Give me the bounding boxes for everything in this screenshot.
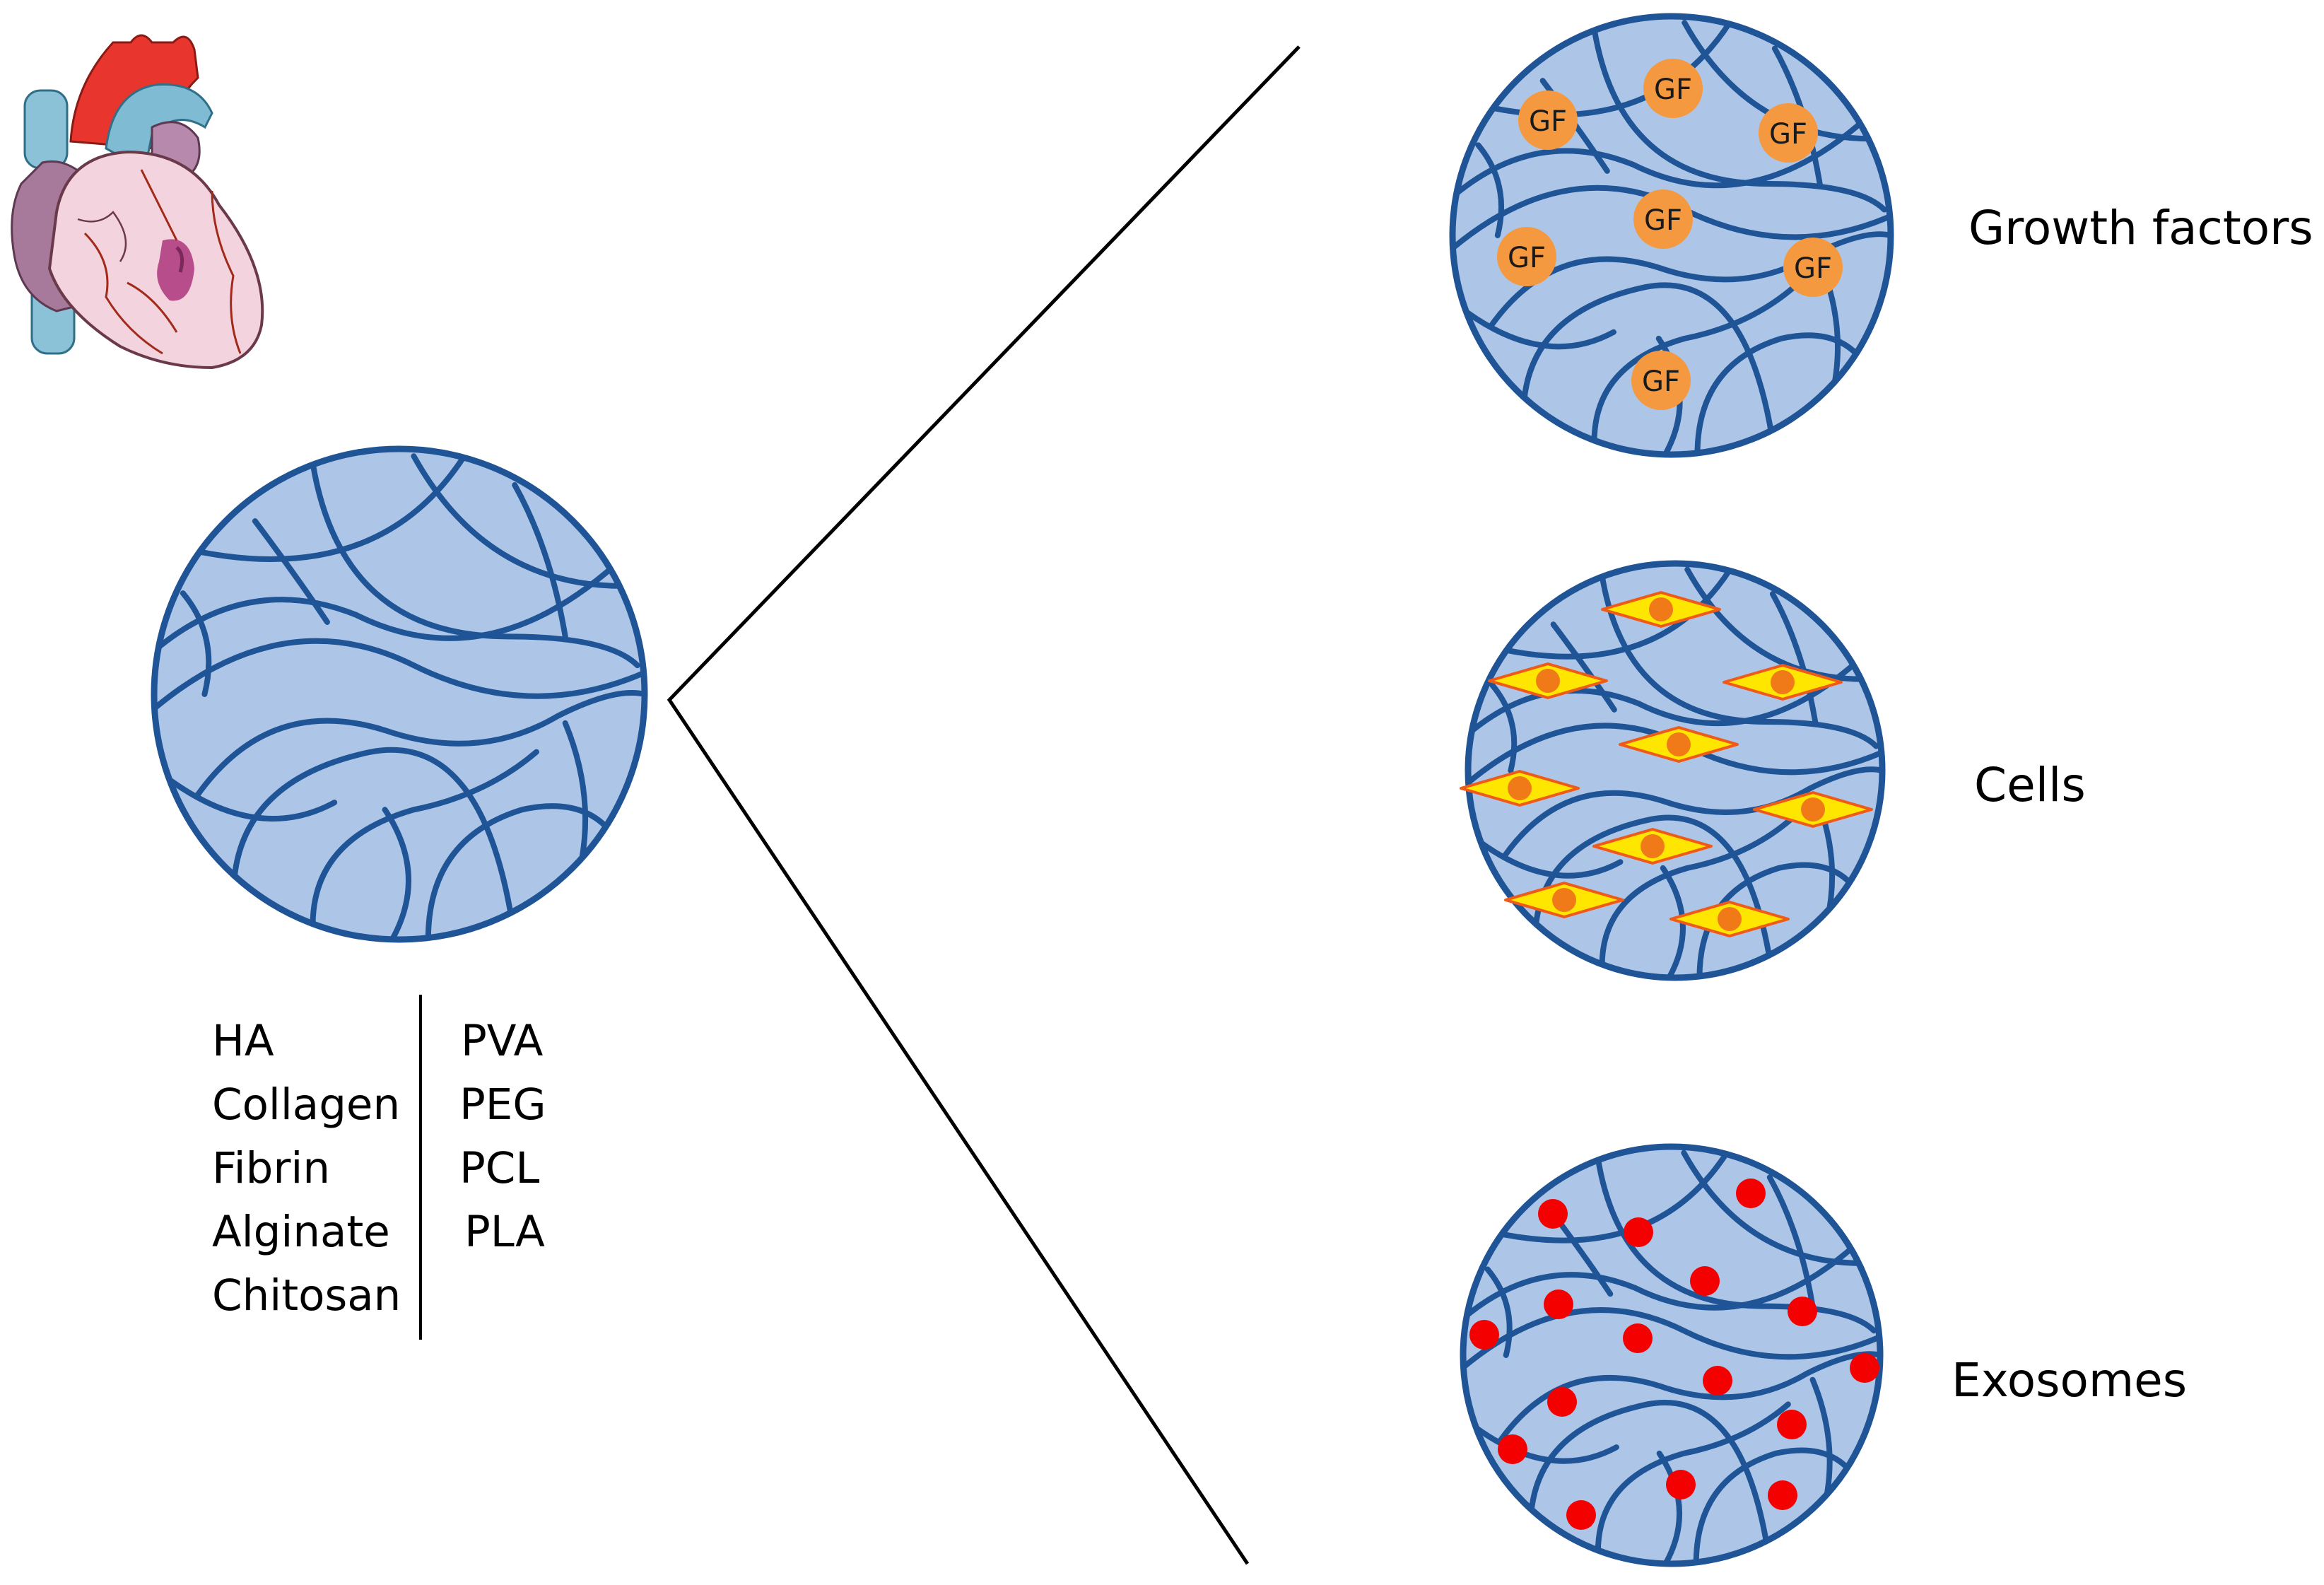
gel-outline: [1449, 13, 1894, 458]
growth-factor-badge: GF: [1633, 189, 1693, 249]
material-natural: Fibrin: [212, 1143, 330, 1193]
cell: [1723, 664, 1843, 701]
growth-factor-badge: GF: [1643, 59, 1703, 118]
exosome: [1547, 1387, 1577, 1417]
svg-text:GF: GF: [1769, 118, 1807, 151]
gel-outline: [1460, 1143, 1884, 1567]
material-natural: Alginate: [212, 1207, 390, 1257]
exosome: [1777, 1410, 1807, 1439]
bracket-lines: [667, 45, 1301, 1565]
label-cells: Cells: [1974, 758, 2086, 812]
exosome: [1666, 1470, 1696, 1499]
exosome: [1469, 1320, 1499, 1350]
exosome: [1544, 1289, 1573, 1319]
svg-text:GF: GF: [1794, 252, 1832, 285]
gel-outline: [151, 445, 648, 943]
svg-text:GF: GF: [1529, 105, 1567, 138]
material-synthetic: PVA: [461, 1016, 544, 1066]
material-synthetic: PLA: [464, 1207, 545, 1257]
exosome: [1850, 1353, 1879, 1383]
materials-list: HA Collagen Fibrin Alginate Chitosan PVA…: [212, 995, 546, 1340]
cell: [1619, 726, 1739, 763]
cell: [1504, 882, 1624, 918]
exosome: [1736, 1178, 1766, 1208]
cell: [1669, 901, 1790, 937]
growth-factor-badge: GF: [1631, 351, 1691, 410]
cell: [1488, 662, 1608, 699]
cell: [1592, 828, 1713, 865]
growth-factor-badges: GF GF GF GF GF GF GF: [1497, 59, 1843, 410]
heart-icon: [11, 34, 264, 370]
exosome: [1703, 1366, 1732, 1396]
material-natural: Collagen: [212, 1080, 400, 1130]
cell: [1460, 770, 1580, 807]
exosome: [1623, 1323, 1653, 1353]
cell: [1601, 591, 1721, 628]
gel-outline: [1465, 560, 1886, 981]
exosome: [1768, 1480, 1797, 1510]
material-natural: Chitosan: [212, 1270, 401, 1321]
material-synthetic: PEG: [459, 1080, 546, 1130]
growth-factor-badge: GF: [1783, 238, 1843, 297]
exosome: [1690, 1266, 1720, 1296]
growth-factor-badge: GF: [1497, 227, 1556, 286]
exosome-marks: [1469, 1178, 1879, 1530]
material-synthetic: PCL: [459, 1143, 539, 1193]
label-exosomes: Exosomes: [1952, 1353, 2187, 1408]
hydrogel-sphere: [151, 445, 648, 943]
exosome: [1498, 1434, 1527, 1464]
cell: [1753, 791, 1873, 828]
svg-text:GF: GF: [1654, 74, 1692, 106]
cell-marks: [1460, 591, 1873, 937]
svg-text:GF: GF: [1508, 242, 1546, 274]
cell-sphere: [1465, 560, 1886, 981]
svg-text:GF: GF: [1644, 204, 1682, 237]
growth-factor-badge: GF: [1759, 103, 1818, 163]
growth-factor-badge: GF: [1518, 90, 1578, 150]
synthetic-polymer-list: PVA PEG PCL PLA: [459, 1016, 546, 1257]
exosome: [1624, 1217, 1653, 1247]
svg-text:GF: GF: [1642, 365, 1680, 398]
exosome-sphere: [1460, 1143, 1884, 1567]
natural-polymer-list: HA Collagen Fibrin Alginate Chitosan: [212, 1016, 401, 1321]
exosome: [1788, 1297, 1817, 1326]
label-growth-factors: Growth factors: [1968, 201, 2313, 255]
exosome: [1566, 1500, 1596, 1530]
material-natural: HA: [212, 1016, 274, 1066]
exosome: [1538, 1199, 1568, 1229]
